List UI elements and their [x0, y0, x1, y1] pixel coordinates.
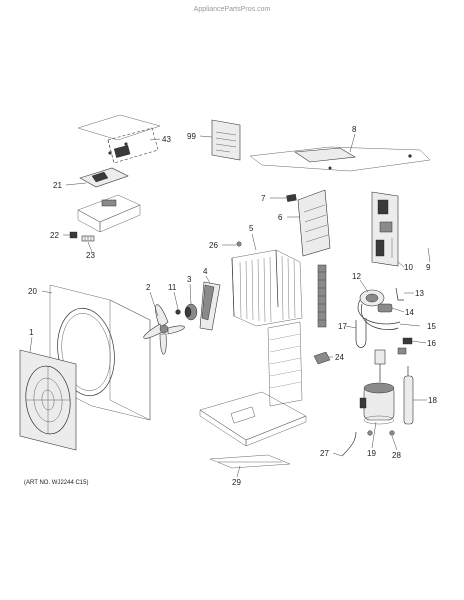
- part-1-front-grille[interactable]: [19, 349, 77, 451]
- leader-lines: [29, 133, 431, 478]
- callout-5: 5: [249, 224, 254, 233]
- part-99-wiring-label[interactable]: [211, 119, 241, 161]
- callout-29: 29: [232, 478, 241, 487]
- part-15-piping[interactable]: [357, 299, 401, 330]
- callout-24: 24: [335, 353, 344, 362]
- callout-18: 18: [428, 396, 437, 405]
- part-5-condenser-coil[interactable]: [231, 249, 327, 328]
- callout-14: 14: [405, 308, 414, 317]
- part-21-electrical-box[interactable]: [77, 167, 141, 233]
- part-22-terminal[interactable]: [69, 231, 78, 239]
- callout-11: 11: [168, 283, 177, 292]
- part-4-motor-bracket[interactable]: [199, 281, 221, 331]
- callout-15: 15: [427, 322, 436, 331]
- part-6-partition-panel[interactable]: [297, 189, 331, 257]
- art-number: (ART NO. WJ2244 C15): [24, 480, 88, 486]
- part-17-suction-tube[interactable]: [355, 318, 367, 348]
- part-2-fan-blade[interactable]: [143, 304, 185, 355]
- callout-4: 4: [203, 267, 208, 276]
- part-7-bracket[interactable]: [286, 193, 297, 202]
- callout-10: 10: [404, 263, 413, 272]
- part-11-fan-nut[interactable]: [175, 309, 181, 315]
- compressor-stand-pipe: [374, 349, 386, 382]
- watermark-text: AppliancePartsPros.com: [194, 6, 271, 13]
- callout-8: 8: [352, 125, 357, 134]
- callout-28: 28: [392, 451, 401, 460]
- callout-20: 20: [28, 287, 37, 296]
- part-27-discharge-pipe[interactable]: [341, 431, 357, 457]
- callout-13: 13: [415, 289, 424, 298]
- part-29-drain-plate[interactable]: [209, 454, 291, 469]
- base-pan: [199, 391, 307, 447]
- callout-23: 23: [86, 251, 95, 260]
- part-24-pipe-clip[interactable]: [313, 351, 331, 365]
- callout-22: 22: [50, 231, 59, 240]
- callout-3: 3: [187, 275, 192, 284]
- callout-19: 19: [367, 449, 376, 458]
- part-13-valve-clip[interactable]: [395, 287, 404, 301]
- callout-21: 21: [53, 181, 62, 190]
- callout-7: 7: [261, 194, 266, 203]
- part-12-valve-assembly[interactable]: [359, 289, 385, 307]
- part-3-fan-motor[interactable]: [184, 303, 198, 321]
- callout-1: 1: [29, 328, 34, 337]
- callout-12: 12: [352, 272, 361, 281]
- callout-9: 9: [426, 263, 431, 272]
- part-28-mounting-grommet[interactable]: [367, 430, 395, 436]
- part-18-accumulator[interactable]: [403, 366, 414, 425]
- part-16-service-valve[interactable]: [397, 337, 413, 355]
- callout-43: 43: [162, 135, 171, 144]
- callout-16: 16: [427, 339, 436, 348]
- part-10-control-board[interactable]: [371, 191, 399, 267]
- callout-26: 26: [209, 241, 218, 250]
- callout-99: 99: [187, 132, 196, 141]
- part-23-terminal-block[interactable]: [81, 235, 95, 242]
- rear-grille-panel: [267, 321, 303, 407]
- part-8-top-cover[interactable]: [249, 146, 431, 172]
- part-14-reversing-valve[interactable]: [377, 303, 393, 313]
- callout-17: 17: [338, 322, 347, 331]
- callout-2: 2: [146, 283, 151, 292]
- part-19-compressor[interactable]: [359, 382, 395, 425]
- part-43-control-cover[interactable]: [77, 114, 161, 164]
- callout-6: 6: [278, 213, 283, 222]
- part-26-screw[interactable]: [236, 241, 242, 247]
- callout-27: 27: [320, 449, 329, 458]
